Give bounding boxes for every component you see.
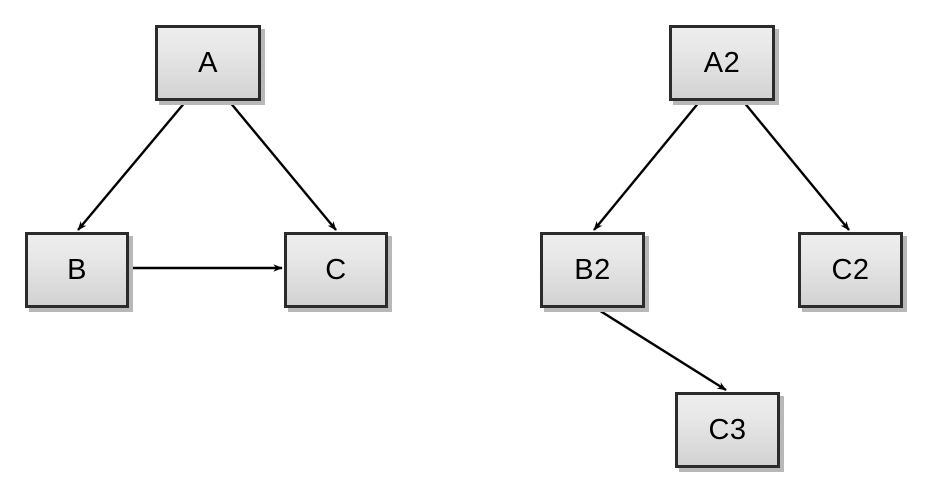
node-c2-label: C2 [831,253,870,286]
node-c3-label: C3 [708,413,747,446]
node-b2-label: B2 [574,253,611,286]
edge-a2-c2 [742,100,850,231]
edge-a2-b2 [593,100,701,231]
node-b[interactable]: B [25,232,129,308]
node-c3[interactable]: C3 [675,392,780,468]
node-b-label: B [67,253,87,286]
node-a[interactable]: A [155,25,261,101]
edge-a-b [77,100,187,231]
node-a2-label: A2 [703,46,741,79]
node-c[interactable]: C [284,232,388,308]
edge-b2-c3 [593,305,727,392]
node-a-label: A [198,46,218,79]
node-b2[interactable]: B2 [540,232,645,308]
node-c-label: C [325,253,347,286]
node-c2[interactable]: C2 [798,232,903,308]
edge-a-c [228,100,337,231]
node-a2[interactable]: A2 [669,25,775,101]
edge-group [77,100,850,392]
